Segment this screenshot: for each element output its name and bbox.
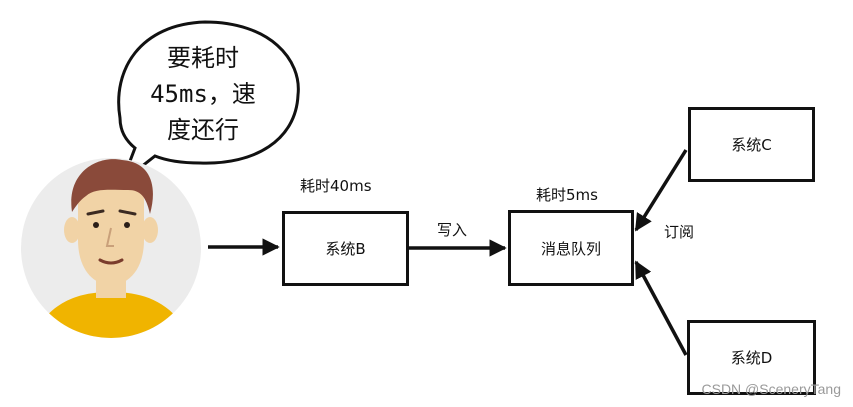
- system-d-label: 系统D: [730, 349, 773, 367]
- system-c-node: 系统C: [688, 107, 815, 182]
- user-avatar-icon: [21, 158, 201, 338]
- queue-latency-label: 耗时5ms: [536, 186, 598, 204]
- system-b-node: 系统B: [282, 211, 409, 286]
- subscribe-label: 订阅: [664, 223, 695, 241]
- system-b-latency-label: 耗时40ms: [300, 177, 372, 195]
- message-queue-node: 消息队列: [508, 210, 634, 286]
- system-d-node: 系统D: [687, 320, 816, 395]
- write-label: 写入: [437, 221, 468, 239]
- arrow-d-to-queue: [634, 260, 688, 356]
- message-queue-label: 消息队列: [540, 239, 601, 258]
- system-b-label: 系统B: [325, 240, 366, 258]
- arrow-c-to-queue: [634, 149, 688, 232]
- speech-bubble-text: 要耗时 45ms，速 度还行: [150, 44, 256, 144]
- system-c-label: 系统C: [731, 136, 772, 154]
- watermark: CSDN @SceneryTang: [701, 381, 842, 397]
